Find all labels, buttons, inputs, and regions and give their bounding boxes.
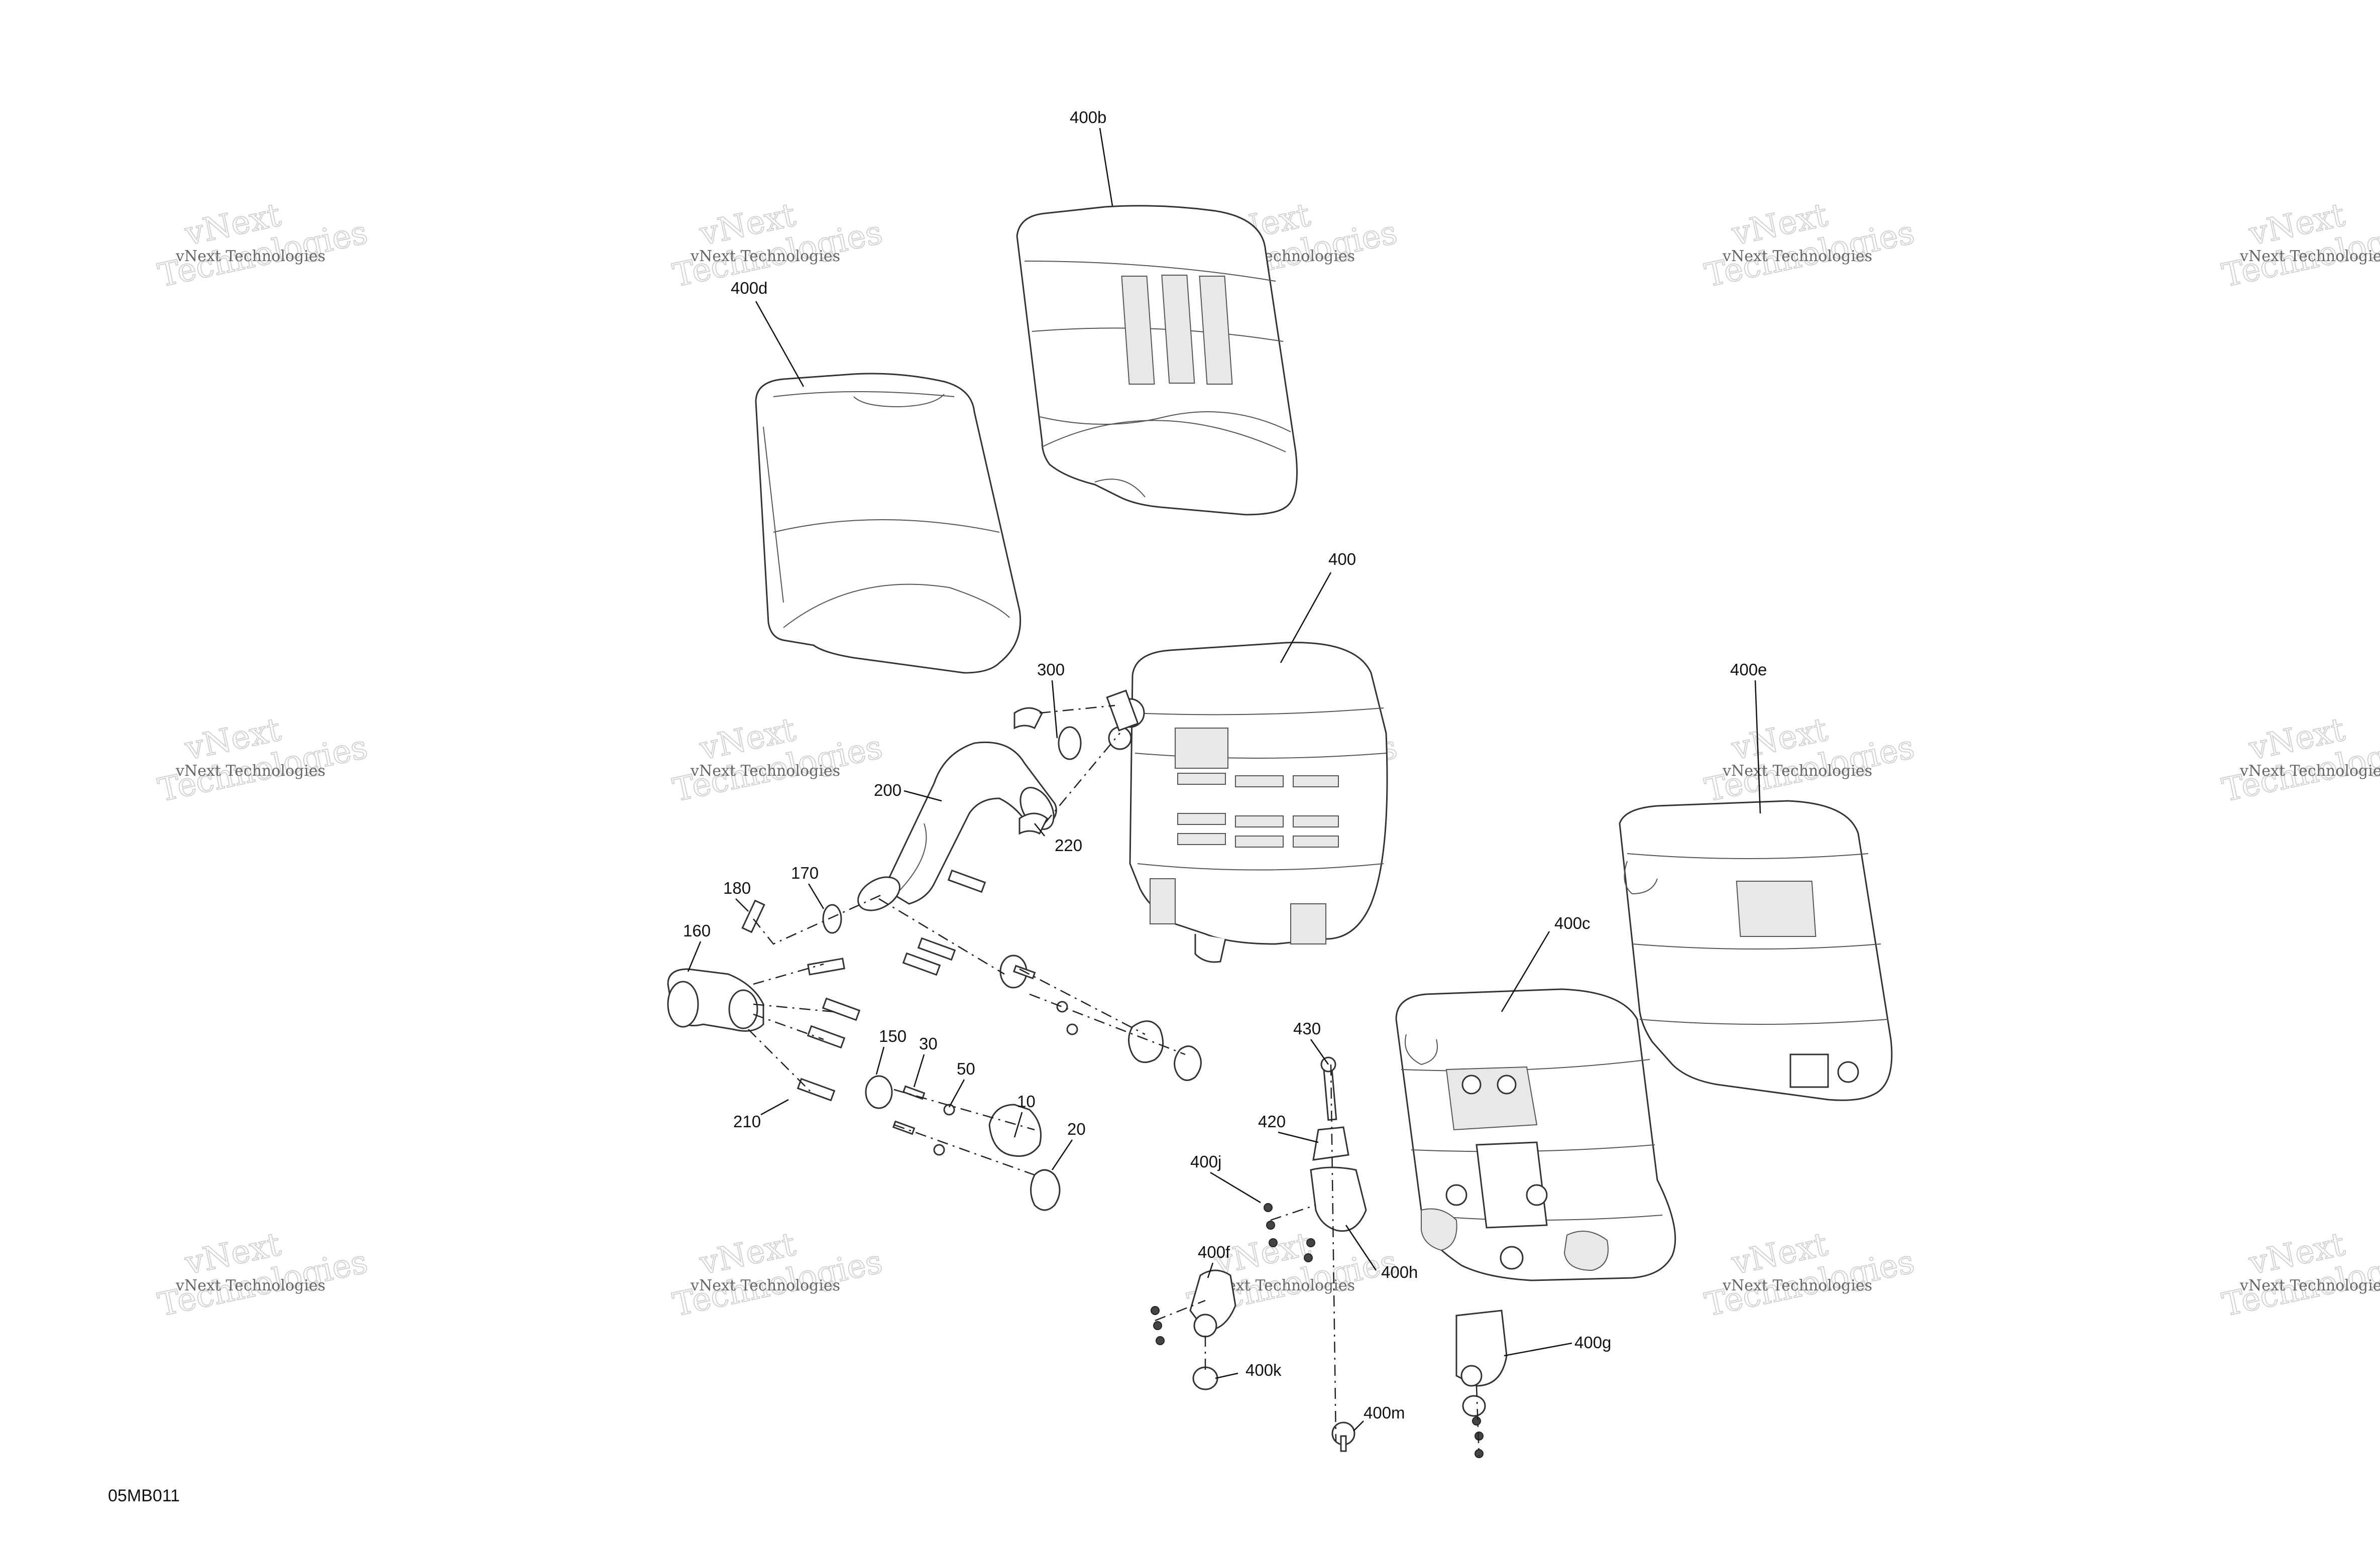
svg-text:vNext Technologies: vNext Technologies [1722,1277,1872,1294]
callout-400e: 400e [1730,660,1767,679]
callout-400f: 400f [1198,1243,1230,1261]
svg-text:vNext Technologies: vNext Technologies [2239,1277,2380,1294]
svg-text:vNext Technologies: vNext Technologies [1722,248,1872,265]
muffler-400 [1108,642,1388,963]
callout-430: 430 [1293,1019,1321,1038]
callout-400d: 400d [731,279,767,297]
svg-text:vNext Technologies: vNext Technologies [690,762,840,780]
watermark: vNext Technologies vNext Technologies [2219,1225,2380,1324]
heat-shield-400e [1619,800,1893,1101]
callout-400b: 400b [1070,108,1106,127]
heat-shield-400d [755,373,1022,674]
callout-400c: 400c [1554,914,1591,932]
watermark: vNext Technologies vNext Technologies [669,710,886,809]
flange-assembly [822,726,1202,1211]
watermark: vNext Technologies vNext Technologies [2219,196,2380,295]
callout-210: 210 [733,1112,761,1131]
callout-170: 170 [791,864,819,882]
exhaust-manifold-160 [667,968,764,1032]
callout-220: 220 [1055,836,1082,855]
svg-text:vNext Technologies: vNext Technologies [690,248,840,265]
callout-400h: 400h [1381,1263,1418,1281]
callout-labels: 400b 400d 400 300 200 220 400e 180 170 1… [683,108,1767,1422]
callout-400g: 400g [1574,1333,1611,1352]
callout-30: 30 [919,1034,938,1053]
callout-180: 180 [723,879,751,897]
svg-text:vNext Technologies: vNext Technologies [175,1277,325,1294]
callout-150: 150 [879,1027,906,1045]
callout-420: 420 [1258,1112,1286,1131]
callout-400: 400 [1328,550,1356,568]
drawing-id: 05MB011 [108,1486,180,1505]
watermark: vNext Technologies vNext Technologies [155,710,372,809]
callout-400j: 400j [1190,1152,1221,1171]
svg-text:vNext Technologies: vNext Technologies [2239,762,2380,780]
callout-400m: 400m [1364,1403,1405,1422]
leader-lines [687,128,1761,1432]
watermark: vNext Technologies vNext Technologies [1702,1225,1918,1324]
callout-400k: 400k [1245,1361,1282,1379]
callout-200: 200 [874,781,901,799]
svg-text:vNext Technologies: vNext Technologies [690,1277,840,1294]
callout-160: 160 [683,921,711,940]
heat-shield-400c [1395,988,1676,1281]
watermark: vNext Technologies vNext Technologies [1702,196,1918,295]
svg-text:vNext Technologies: vNext Technologies [2239,248,2380,265]
svg-text:vNext Technologies: vNext Technologies [175,762,325,780]
watermark: vNext Technologies vNext Technologies [2219,710,2380,809]
watermark: vNext Technologies vNext Technologies [155,1225,372,1324]
svg-text:vNext Technologies: vNext Technologies [1722,762,1872,780]
svg-text:vNext Technologies: vNext Technologies [175,248,325,265]
watermark: vNext Technologies vNext Technologies [1702,710,1918,809]
callout-50: 50 [957,1059,975,1078]
assembly-lines [748,704,1480,1457]
watermark: vNext Technologies vNext Technologies [669,1225,886,1324]
callout-10: 10 [1017,1092,1036,1111]
watermark: vNext Technologies vNext Technologies [669,196,886,295]
watermark: vNext Technologies vNext Technologies [155,196,372,295]
heat-shield-400b [1016,205,1298,516]
callout-20: 20 [1067,1120,1086,1138]
callout-300: 300 [1037,660,1065,679]
